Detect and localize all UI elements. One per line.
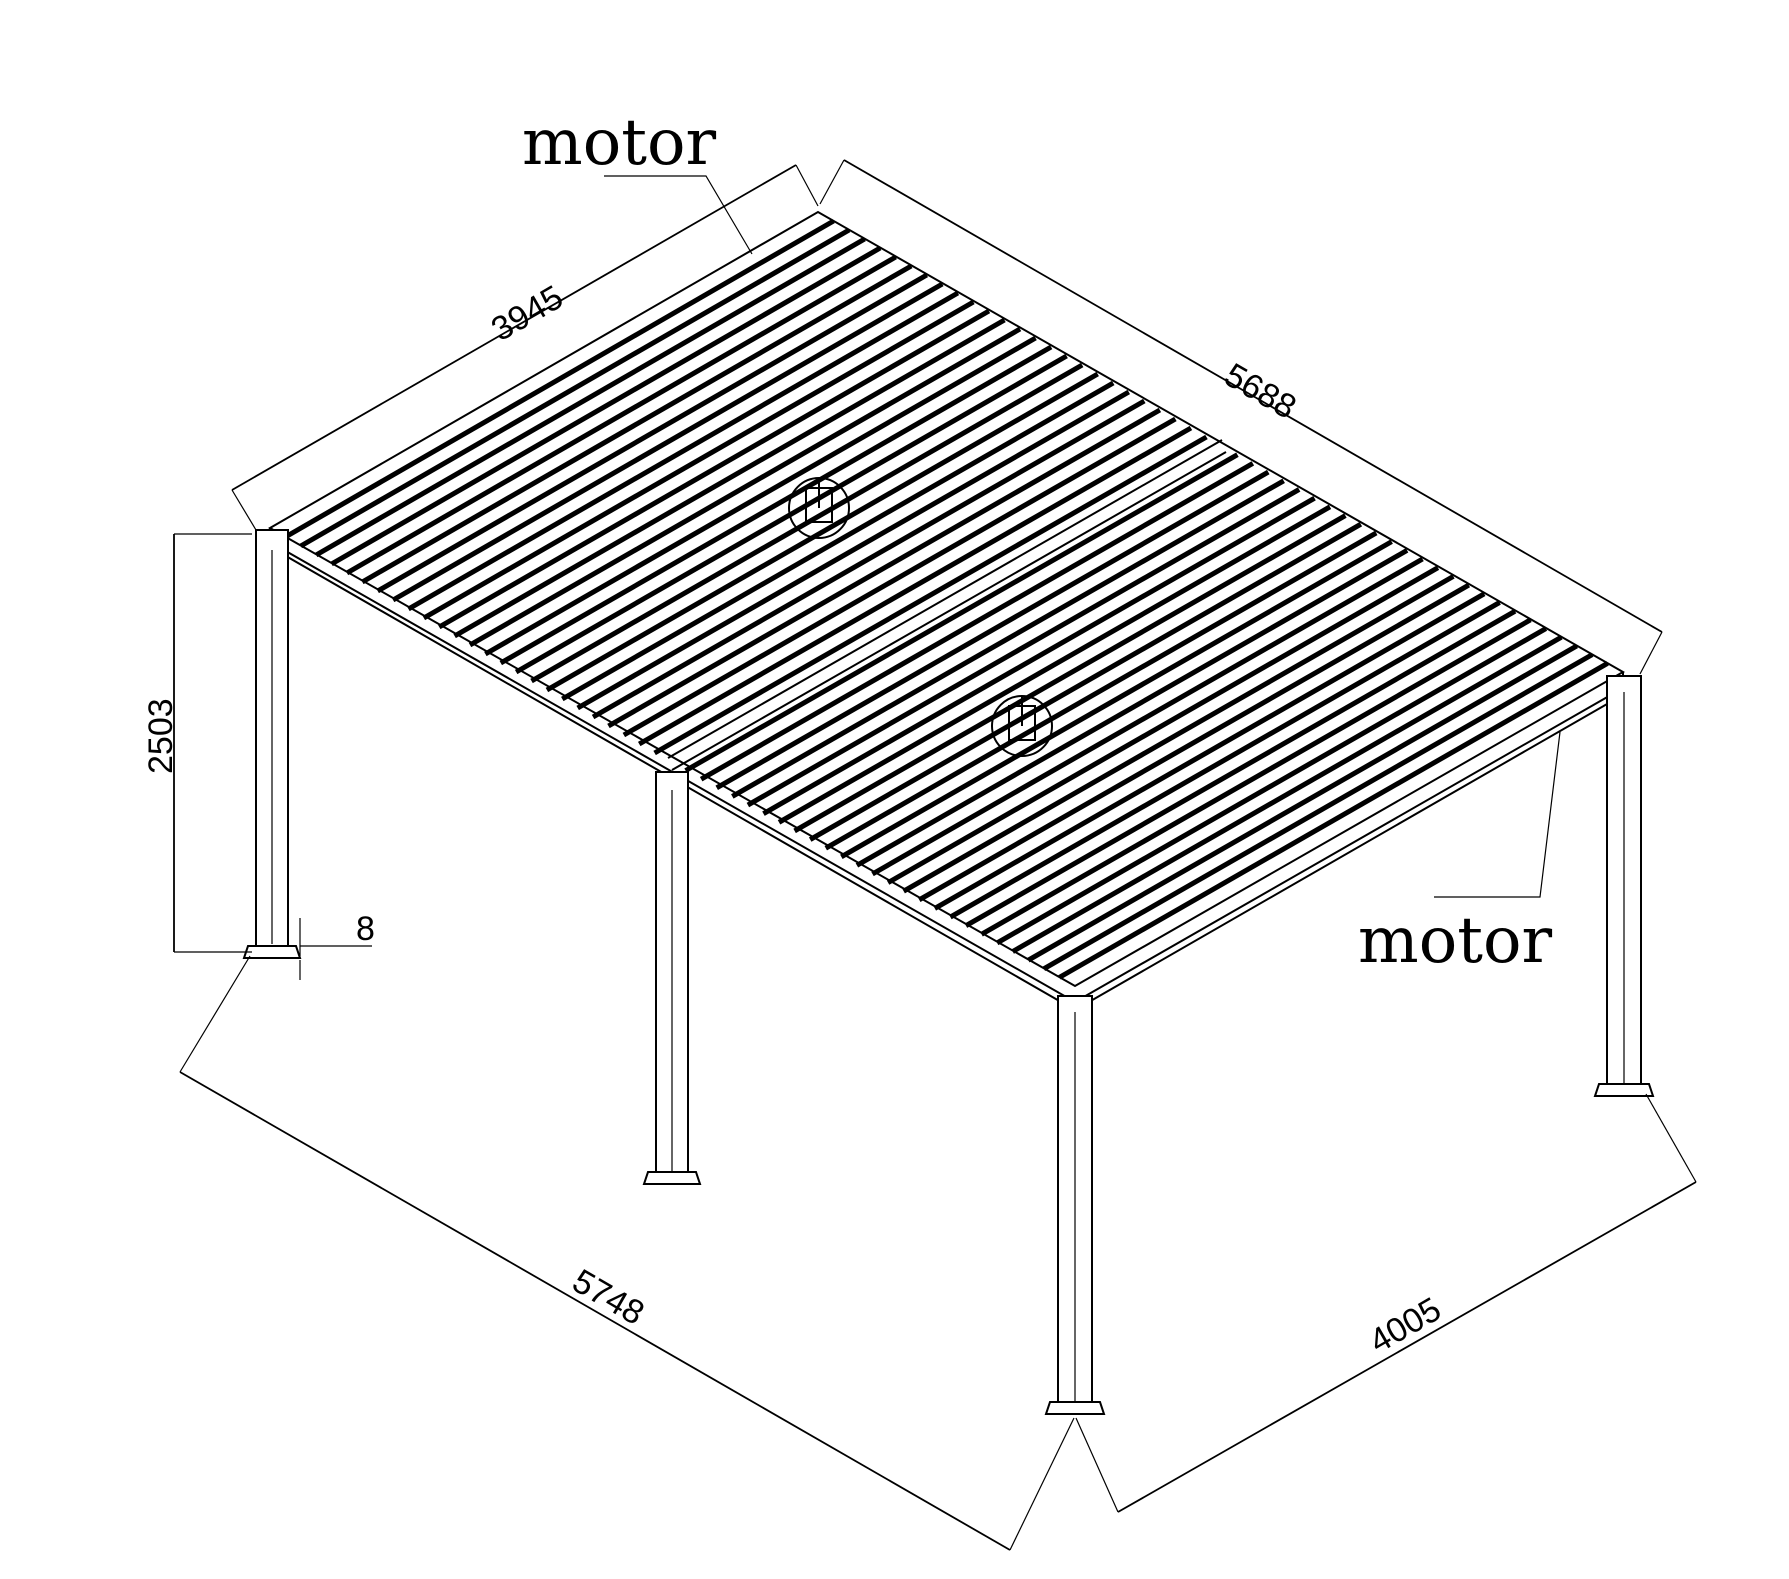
posts — [242, 529, 1655, 1415]
louver-slat-panel-b — [1011, 635, 1563, 954]
louver-slat-panel-a — [622, 416, 1177, 738]
louver-slat-panel-b — [762, 495, 1316, 816]
louver-slat-panel-b — [871, 556, 1424, 877]
louver-slat-panel-b — [808, 522, 1363, 842]
louver-slat-panel-b — [746, 487, 1301, 808]
roof-center-beam-edge — [671, 451, 1227, 771]
louver-slat-panel-b — [777, 504, 1332, 825]
louver-slat-panel-a — [591, 398, 1146, 720]
motor-label-right: motor — [1358, 904, 1552, 978]
motor-detail-bottom — [991, 695, 1053, 757]
louver-slat-panel-a — [314, 236, 866, 558]
louver-slat-panel-a — [330, 245, 882, 567]
louver-slat-panel-a — [561, 380, 1115, 702]
louver-slat-panel-a — [345, 254, 897, 576]
dimension-label-5748: 5748 — [566, 1262, 651, 1333]
louver-slat-panel-b — [1027, 643, 1578, 963]
louver-slat-panel-a — [376, 272, 929, 594]
louver-slat-panel-b — [902, 574, 1455, 894]
roof-center-beam — [667, 439, 1223, 759]
louver-slat-panel-b — [995, 626, 1548, 946]
post-right-base-plate — [1593, 1083, 1655, 1097]
louver-slat-panel-a — [607, 407, 1162, 729]
post-left-base-plate — [242, 945, 302, 959]
louver-slat-panel-a — [545, 371, 1099, 693]
louver-slat-panel-b — [793, 513, 1347, 834]
louver-slat-panel-a — [499, 344, 1053, 666]
louver-slat-panel-b — [699, 461, 1255, 782]
louver-slat-panel-b — [840, 539, 1393, 859]
louver-slat-panel-a — [453, 317, 1006, 639]
louver-slat-panel-b — [933, 591, 1486, 911]
louver-slat-panel-a — [361, 263, 913, 585]
louver-slat-panel-a — [514, 353, 1068, 675]
louver-slat-panel-a — [484, 335, 1037, 657]
post-front — [1044, 995, 1106, 1415]
dimension-lines — [173, 159, 1697, 1551]
louver-slat-panel-a — [391, 281, 944, 603]
motor-detail-top — [788, 477, 850, 539]
louver-slat-panel-a — [468, 326, 1022, 648]
louver-slat-panel-a — [284, 218, 835, 540]
louver-slat-panel-a — [637, 425, 1193, 747]
louver-slat-panel-a — [437, 308, 991, 630]
dimension-label-4005: 4005 — [1363, 1290, 1448, 1361]
louver-slat-panel-b — [1058, 661, 1609, 980]
louver-slat-panel-a — [653, 434, 1208, 756]
post-front-base-plate — [1044, 1401, 1106, 1415]
post-middle-base-plate — [642, 1171, 702, 1185]
louver-slat-panel-a — [407, 290, 960, 612]
louver-slat-panel-a — [422, 299, 975, 621]
louver-slat-panel-b — [886, 565, 1440, 885]
dimension-label-3945: 3945 — [485, 278, 570, 349]
louver-slat-panel-a — [576, 389, 1131, 711]
post-right — [1593, 675, 1655, 1097]
roof-louvers — [284, 218, 1609, 980]
post-left — [242, 529, 302, 959]
post-middle — [642, 771, 702, 1185]
louver-slat-panel-b — [964, 608, 1517, 928]
louver-slat-panel-b — [980, 617, 1532, 937]
dimension-label-2503: 2503 — [142, 698, 180, 774]
louver-slat-panel-b — [824, 530, 1378, 851]
louver-slat-panel-b — [715, 469, 1270, 791]
louver-slat-panel-b — [917, 582, 1471, 903]
dimension-label-8: 8 — [356, 910, 375, 948]
louver-slat-panel-b — [855, 548, 1409, 868]
motor-label-top: motor — [522, 106, 716, 180]
motor-leaders — [604, 175, 1561, 898]
dimension-label-5688: 5688 — [1218, 356, 1303, 427]
louver-slat-panel-b — [949, 600, 1501, 920]
louver-slat-panel-b — [1042, 652, 1594, 971]
louver-slat-panel-a — [299, 227, 851, 549]
louver-slat-panel-b — [684, 452, 1239, 773]
louver-slat-panel-b — [731, 478, 1285, 799]
